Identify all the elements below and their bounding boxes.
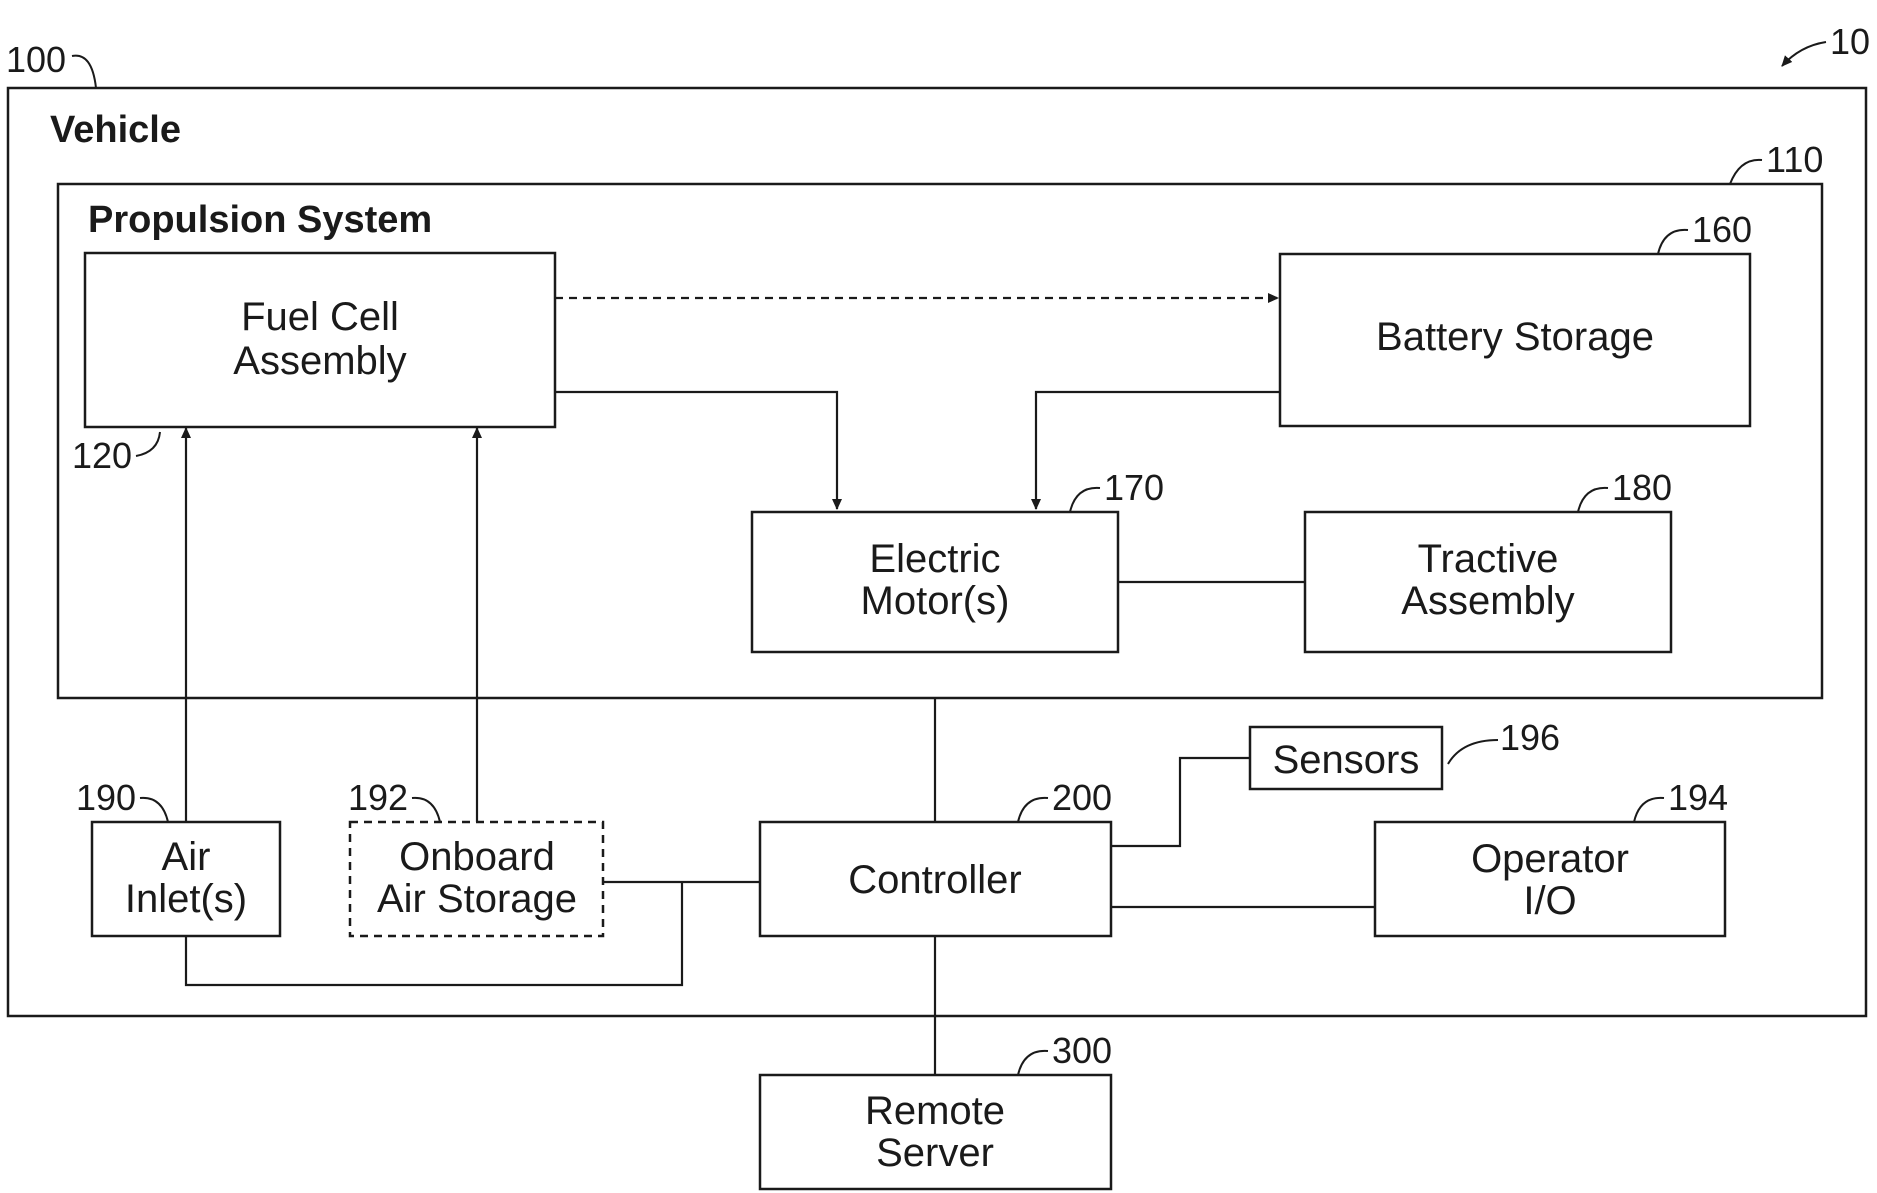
battery-storage-ref-label: 160 bbox=[1692, 209, 1752, 250]
sensors-block: Sensors bbox=[1250, 727, 1442, 789]
vehicle-title: Vehicle bbox=[50, 109, 181, 151]
electric-motor-block: Electric Motor(s) bbox=[752, 512, 1118, 652]
onboard-air-storage-label-line1: Onboard bbox=[399, 835, 555, 879]
onboard-air-storage-block: Onboard Air Storage bbox=[350, 822, 603, 936]
electric-motor-label-line2: Motor(s) bbox=[861, 579, 1010, 623]
remote-server-ref-leader bbox=[1018, 1051, 1048, 1075]
fuel-cell-label-line1: Fuel Cell bbox=[241, 295, 399, 339]
sensors-label: Sensors bbox=[1273, 738, 1420, 782]
fuel-cell-to-motor-arrow bbox=[555, 392, 837, 509]
figure-ref-arrow bbox=[1782, 42, 1826, 66]
sensors-ref-label: 196 bbox=[1500, 717, 1560, 758]
air-inlet-ref-label: 190 bbox=[76, 777, 136, 818]
onboard-air-storage-ref-leader bbox=[412, 798, 440, 822]
figure-ref-label: 10 bbox=[1830, 21, 1870, 62]
propulsion-system-ref-label: 110 bbox=[1766, 139, 1823, 180]
operator-io-label-line2: I/O bbox=[1523, 879, 1576, 923]
fuel-cell-ref-leader bbox=[136, 432, 160, 456]
controller-block: Controller bbox=[760, 822, 1111, 936]
controller-ref-leader bbox=[1018, 798, 1048, 822]
tractive-assembly-ref-leader bbox=[1578, 488, 1608, 512]
propulsion-system-ref-leader bbox=[1730, 160, 1762, 184]
operator-io-block: Operator I/O bbox=[1375, 822, 1725, 936]
air-inlet-ref-leader bbox=[140, 798, 168, 822]
controller-to-sensors-line bbox=[1111, 758, 1250, 846]
electric-motor-ref-leader bbox=[1070, 488, 1100, 512]
fuel-cell-label-line2: Assembly bbox=[233, 339, 406, 383]
controller-label: Controller bbox=[848, 858, 1021, 902]
propulsion-system-title: Propulsion System bbox=[88, 199, 432, 241]
operator-io-label-line1: Operator bbox=[1471, 837, 1629, 881]
battery-storage-ref-leader bbox=[1658, 230, 1688, 254]
air-inlet-label-line2: Inlet(s) bbox=[125, 877, 247, 921]
operator-io-ref-label: 194 bbox=[1668, 777, 1728, 818]
electric-motor-label-line1: Electric bbox=[869, 537, 1000, 581]
sensors-ref-leader bbox=[1448, 740, 1498, 764]
remote-server-ref-label: 300 bbox=[1052, 1030, 1112, 1071]
remote-server-block: Remote Server bbox=[760, 1075, 1111, 1189]
air-inlet-block: Air Inlet(s) bbox=[92, 822, 280, 936]
battery-storage-block: Battery Storage bbox=[1280, 254, 1750, 426]
vehicle-ref-label: 100 bbox=[6, 39, 66, 80]
fuel-cell-ref-label: 120 bbox=[72, 435, 132, 476]
vehicle-ref-leader bbox=[72, 56, 96, 88]
fuel-cell-assembly-block: Fuel Cell Assembly bbox=[85, 253, 555, 427]
tractive-assembly-block: Tractive Assembly bbox=[1305, 512, 1671, 652]
onboard-air-storage-label-line2: Air Storage bbox=[377, 877, 577, 921]
remote-server-label-line1: Remote bbox=[865, 1089, 1005, 1133]
controller-ref-label: 200 bbox=[1052, 777, 1112, 818]
electric-motor-ref-label: 170 bbox=[1104, 467, 1164, 508]
tractive-assembly-ref-label: 180 bbox=[1612, 467, 1672, 508]
operator-io-ref-leader bbox=[1634, 798, 1664, 822]
remote-server-label-line2: Server bbox=[876, 1131, 994, 1175]
battery-storage-label: Battery Storage bbox=[1376, 315, 1654, 359]
tractive-assembly-label-line2: Assembly bbox=[1401, 579, 1574, 623]
air-inlet-label-line1: Air bbox=[162, 835, 211, 879]
onboard-air-storage-ref-label: 192 bbox=[348, 777, 408, 818]
tractive-assembly-label-line1: Tractive bbox=[1418, 537, 1559, 581]
